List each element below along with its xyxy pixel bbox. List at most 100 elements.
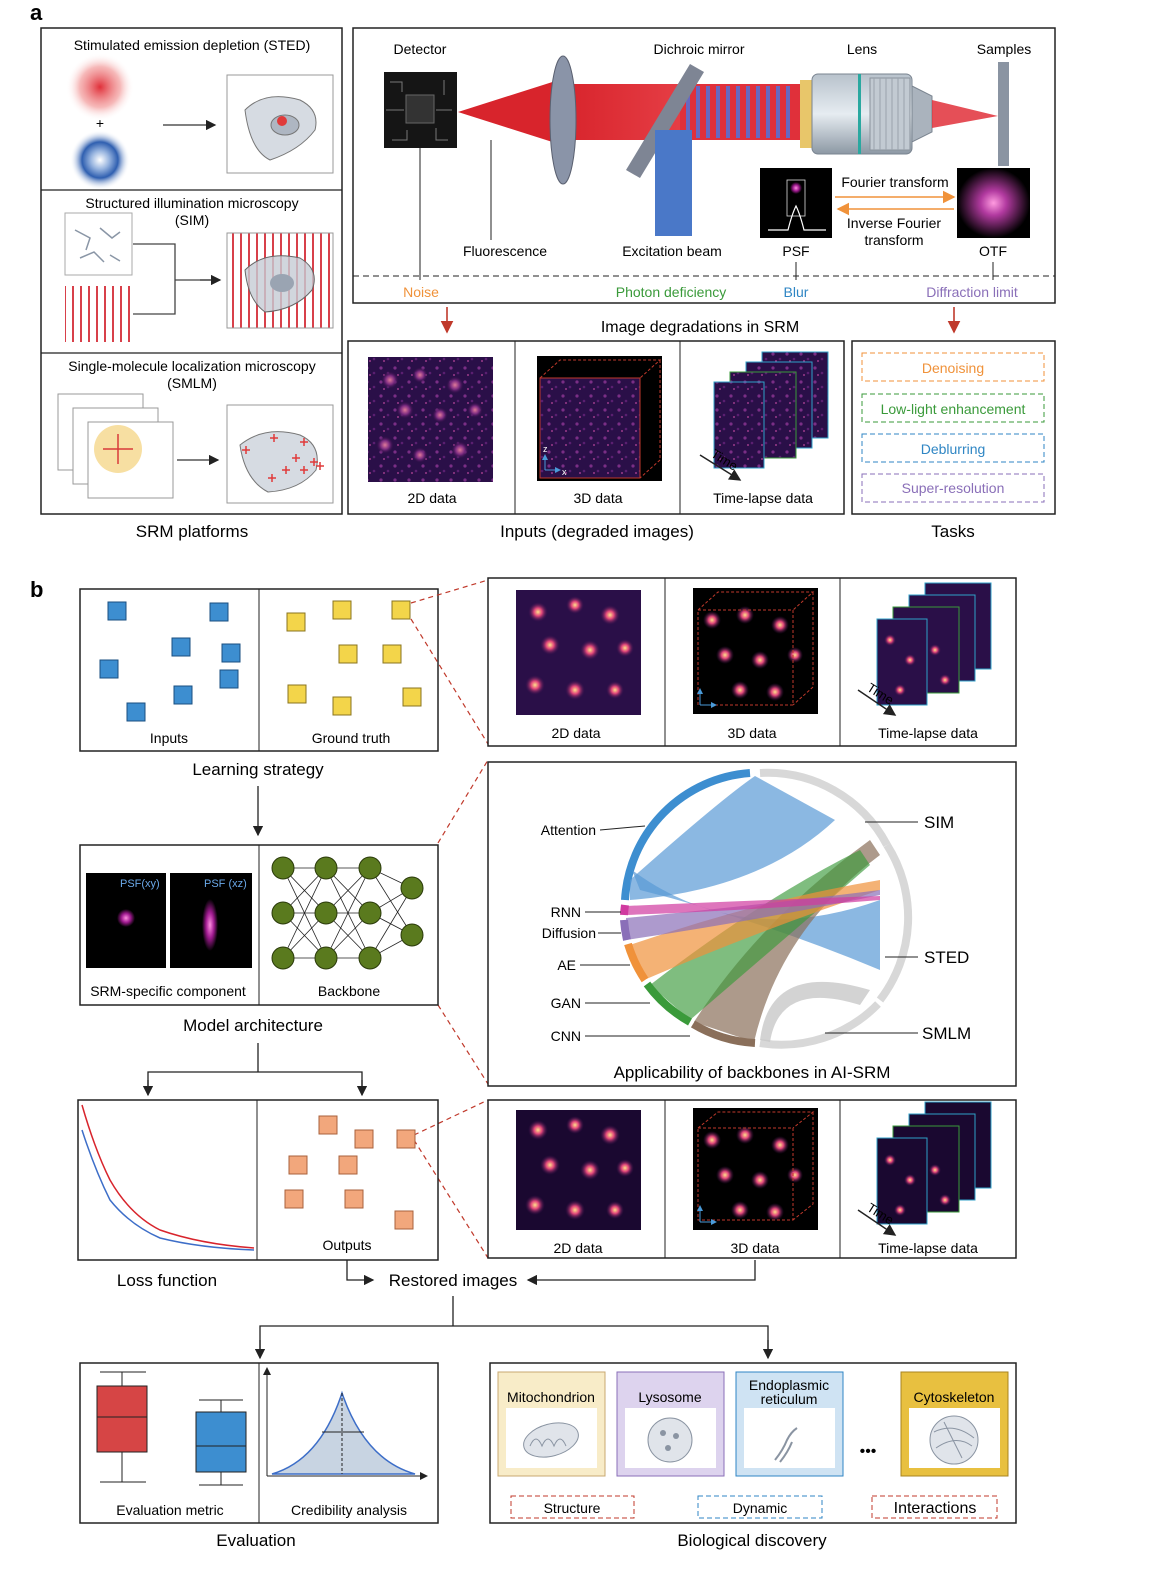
backbone-network xyxy=(282,867,413,959)
smlm-title-2: (SMLM) xyxy=(167,375,217,391)
axis-z-label: z xyxy=(543,444,548,454)
task-low-light-label: Low-light enhancement xyxy=(881,401,1026,417)
sted-excitation-spot xyxy=(66,53,134,121)
plus-sign: + xyxy=(96,115,104,131)
sample-slide xyxy=(998,62,1009,166)
diffraction-limit-label: Diffraction limit xyxy=(926,284,1018,300)
panel-b-letter: b xyxy=(30,577,43,602)
chord-caption: Applicability of backbones in AI-SRM xyxy=(614,1063,891,1082)
outputs-label: Outputs xyxy=(322,1237,371,1253)
noise-label: Noise xyxy=(403,284,439,300)
chord-label-cnn: CNN xyxy=(551,1028,581,1044)
tag-structure-label: Structure xyxy=(544,1500,601,1516)
learning-strategy-caption: Learning strategy xyxy=(192,760,324,779)
srm-component-label: SRM-specific component xyxy=(90,983,246,999)
axis-x-label: x xyxy=(562,467,567,477)
learning-strategy: Inputs Ground truth xyxy=(79,588,439,752)
otf-image xyxy=(957,168,1030,238)
psf-xz-label: PSF (xz) xyxy=(204,878,247,890)
srm-platforms-caption: SRM platforms xyxy=(136,522,248,541)
mitochondrion-icon xyxy=(523,1422,579,1458)
task-deblurring-label: Deblurring xyxy=(921,441,986,457)
focusing-lens xyxy=(549,55,577,185)
psf-xy-label: PSF(xy) xyxy=(120,878,160,890)
credibility-curve xyxy=(271,1390,416,1475)
loss-outputs: Outputs xyxy=(77,1099,439,1261)
chord-label-attention: Attention xyxy=(541,822,596,838)
data-row-1: 2D data 3D data Time Time-lapse data xyxy=(487,577,1017,747)
tag-dynamic-label: Dynamic xyxy=(733,1500,787,1516)
biological-discovery: Mitochondrion Lysosome Endoplasmic retic… xyxy=(489,1362,1017,1524)
task-super-resolution xyxy=(861,473,1045,503)
input-timelapse-label: Time-lapse data xyxy=(713,490,813,506)
evaluation-caption: Evaluation xyxy=(216,1531,295,1550)
evaluation-metric-label: Evaluation metric xyxy=(116,1502,223,1518)
boxplot-red xyxy=(96,1385,148,1453)
model-architecture-caption: Model architecture xyxy=(183,1016,323,1035)
organelle-er-label-1: Endoplasmic xyxy=(749,1377,829,1393)
input-2d-label: 2D data xyxy=(407,490,456,506)
backbone-label: Backbone xyxy=(318,983,380,999)
evaluation: Evaluation metric Credibility analysis xyxy=(79,1362,439,1524)
restored-images-caption: Restored images xyxy=(389,1271,518,1290)
excitation-label: Excitation beam xyxy=(622,243,722,259)
boxplot-blue xyxy=(195,1411,247,1473)
panel-a-letter: a xyxy=(30,0,43,25)
optics-setup: Detector Dichroic mirror Lens Samples xyxy=(352,27,1056,304)
lysosome-icon xyxy=(647,1417,693,1463)
tag-dynamic xyxy=(697,1495,823,1519)
chord-diagram: Attention RNN Diffusion AE GAN CNN SIM S… xyxy=(487,761,1017,1087)
lens-label: Lens xyxy=(847,41,877,57)
sted-title: Stimulated emission depletion (STED) xyxy=(74,37,311,53)
zoom-lines xyxy=(410,579,489,1259)
samples-label: Samples xyxy=(977,41,1031,57)
chord-label-gan: GAN xyxy=(551,995,581,1011)
chord-label-rnn: RNN xyxy=(551,904,581,920)
credibility-label: Credibility analysis xyxy=(291,1502,407,1518)
row3-timelapse-label: Time-lapse data xyxy=(878,1240,978,1256)
inverse-fourier-label-2: transform xyxy=(864,232,923,248)
organelle-mitochondrion-label: Mitochondrion xyxy=(507,1389,595,1405)
sim-pattern-image xyxy=(65,286,132,342)
degradations-title: Image degradations in SRM xyxy=(601,319,799,336)
fluorescence-beam xyxy=(458,78,565,146)
objective-lens-icon xyxy=(800,73,933,155)
organelle-cytoskeleton-label: Cytoskeleton xyxy=(914,1389,995,1405)
fourier-label: Fourier transform xyxy=(841,174,948,190)
degraded-inputs: 2D data z x 3D data Time Time-lapse data xyxy=(347,340,845,515)
psf-image xyxy=(760,168,832,238)
row1-timelapse-label: Time-lapse data xyxy=(878,725,978,741)
task-deblurring xyxy=(861,433,1045,463)
biological-discovery-caption: Biological discovery xyxy=(677,1531,827,1550)
row1-2d-label: 2D data xyxy=(551,725,600,741)
row1-3d-label: 3D data xyxy=(727,725,776,741)
loss-function-caption: Loss function xyxy=(117,1271,217,1290)
task-denoising xyxy=(861,352,1045,382)
tag-interactions xyxy=(871,1495,998,1519)
srm-platforms: Stimulated emission depletion (STED) + S… xyxy=(40,27,343,541)
organelle-er-label-2: reticulum xyxy=(761,1391,818,1407)
organelle-lysosome-label: Lysosome xyxy=(638,1389,702,1405)
task-low-light xyxy=(861,393,1045,423)
input-3d-label: 3D data xyxy=(573,490,622,506)
chord-label-ae: AE xyxy=(557,957,576,973)
tasks-box: Denoising Low-light enhancement Deblurri… xyxy=(851,340,1056,515)
inverse-fourier-label-1: Inverse Fourier xyxy=(847,215,941,231)
data-row-3: 2D data 3D data Time Time-lapse data xyxy=(487,1099,1017,1259)
loss-curve-blue xyxy=(81,1129,255,1251)
ground-truth-label: Ground truth xyxy=(312,730,391,746)
dichroic-mirror xyxy=(626,64,704,178)
sim-title-2: (SIM) xyxy=(175,212,209,228)
cytoskeleton-icon xyxy=(929,1415,979,1465)
inputs-label: Inputs xyxy=(150,730,188,746)
er-icon xyxy=(774,1427,798,1463)
excitation-beam xyxy=(655,130,692,236)
detector-label: Detector xyxy=(394,41,447,57)
row3-3d-label: 3D data xyxy=(730,1240,779,1256)
chord-label-sim: SIM xyxy=(924,813,954,832)
sted-spot-icon xyxy=(277,116,287,126)
dichroic-label: Dichroic mirror xyxy=(654,41,745,57)
sted-depletion-donut xyxy=(70,130,130,190)
chord-label-sted: STED xyxy=(924,948,969,967)
